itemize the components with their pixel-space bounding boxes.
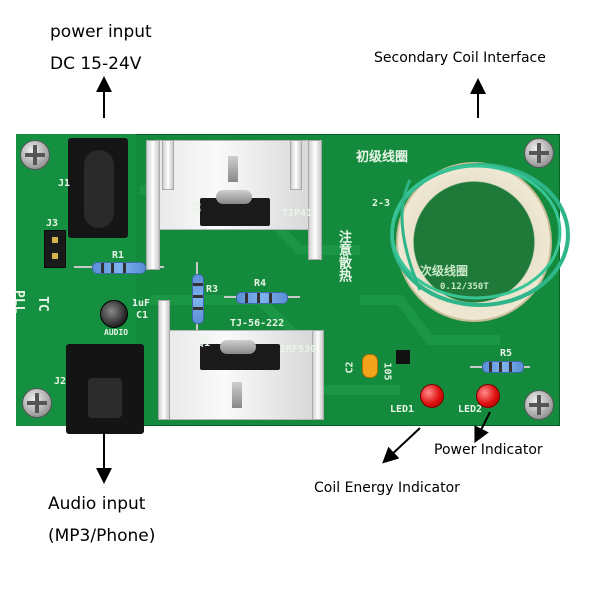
silk-c1: C1 [136, 310, 149, 321]
heatsink-screw [228, 156, 238, 182]
header-pin [52, 237, 58, 243]
dc-power-jack-socket [84, 150, 114, 228]
heatsink-fin [158, 300, 170, 420]
heatsink-fin [162, 140, 174, 190]
silk-coil-spec: 0.12/350T [440, 282, 489, 292]
transistor-tab [220, 340, 256, 354]
silk-tip: TIP41 [282, 208, 313, 219]
audio-jack-socket [88, 378, 122, 418]
silk-secondary-coil: 次级线圈 [420, 264, 469, 278]
diode [396, 350, 410, 364]
heatsink-screw [232, 382, 242, 408]
label-power-indicator: Power Indicator [434, 442, 543, 458]
resistor-r1 [92, 262, 146, 274]
silk-j2: J2 [54, 376, 67, 387]
label-audio-input: Audio input [48, 494, 146, 514]
label-power-input: power input [50, 22, 152, 42]
resistor-r4 [236, 292, 288, 304]
header-j3 [44, 230, 66, 268]
silk-r3: R3 [206, 284, 219, 295]
screw-top-right [524, 138, 554, 168]
silk-c1-value: 1uF [132, 298, 151, 309]
heatsink-fin [290, 140, 302, 190]
silk-audio: AUDIO [104, 328, 129, 337]
silk-j3: J3 [46, 218, 59, 229]
silk-led1: LED1 [390, 404, 415, 415]
silk-note: 注意散热 [336, 230, 351, 282]
silk-model: TJ-56-222 [230, 318, 285, 329]
heatsink-fin [146, 140, 160, 270]
screw-bottom-right [524, 390, 554, 420]
resistor-r3 [192, 274, 204, 324]
label-secondary-coil: Secondary Coil Interface [374, 50, 546, 66]
led-2 [476, 384, 500, 408]
silk-j1: J1 [58, 178, 71, 189]
heatsink-fin [308, 140, 322, 260]
screw-bottom-left [22, 388, 52, 418]
resistor-r5 [482, 361, 524, 373]
screw-top-left [20, 140, 50, 170]
led-1 [420, 384, 444, 408]
silk-primary-coil: 初级线圈 [356, 150, 409, 165]
label-power-voltage: DC 15-24V [50, 54, 142, 74]
silk-irf: IRF530 [280, 344, 317, 355]
transistor-tab [216, 190, 252, 204]
capacitor-c1 [100, 300, 128, 328]
capacitor-c2 [362, 354, 378, 378]
coil-wire [390, 163, 570, 307]
silk-r5: R5 [500, 348, 513, 359]
label-coil-energy-indicator: Coil Energy Indicator [314, 480, 460, 496]
silk-coil-pin: 2-3 [372, 198, 391, 209]
silk-r4: R4 [254, 278, 267, 289]
heatsink-fin [312, 330, 324, 420]
silk-led2: LED2 [458, 404, 483, 415]
header-pin [52, 253, 58, 259]
silk-q1: Q1 [198, 338, 211, 349]
silk-r1: R1 [112, 250, 125, 261]
label-audio-source: (MP3/Phone) [48, 526, 156, 546]
